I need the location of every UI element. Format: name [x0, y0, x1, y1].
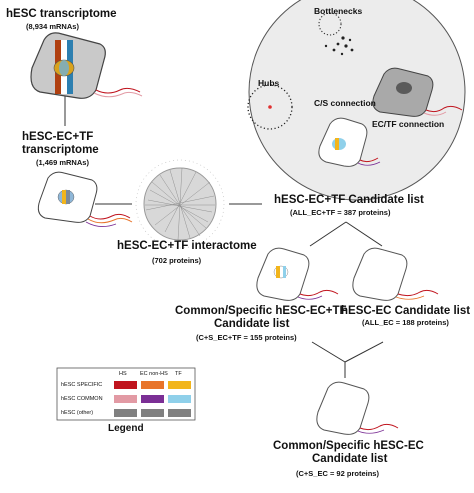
hesc-transcriptome-cell-icon — [30, 32, 143, 99]
hesc-ec-tf-transcriptome-title-2: transcriptome — [22, 144, 99, 156]
common-specific-ec-tf-subtitle: (C+S_EC+TF = 155 proteins) — [196, 333, 297, 342]
cs-connection-cell-icon — [318, 117, 381, 167]
hesc-ec-tf-transcriptome-cell-icon — [37, 171, 133, 227]
legend-swatches — [114, 381, 191, 417]
hesc-transcriptome-title: hESC transcriptome — [6, 8, 117, 20]
interactome-title: hESC-EC+TF interactome — [117, 240, 257, 252]
cs-connection-label: C/S connection — [314, 98, 376, 108]
hesc-ec-tf-transcriptome-subtitle: (1,469 mRNAs) — [36, 158, 89, 167]
bottlenecks-label: Bottlenecks — [314, 6, 363, 16]
hubs-network-icon — [247, 84, 293, 130]
common-specific-ec-subtitle: (C+S_EC = 92 proteins) — [296, 469, 379, 478]
common-specific-ec-tf-title-2: Candidate list — [214, 318, 290, 330]
hesc-ec-title: hESC-EC Candidate list — [341, 305, 471, 317]
common-specific-ec-title-2: Candidate list — [312, 453, 388, 465]
hesc-transcriptome-subtitle: (8,934 mRNAs) — [26, 22, 79, 31]
bottlenecks-network-icon — [318, 12, 354, 56]
connector-lines — [64, 88, 384, 378]
legend-title: Legend — [108, 423, 144, 434]
common-specific-ec-cell-icon — [316, 381, 399, 435]
hesc-ec-tf-transcriptome-title-1: hESC-EC+TF — [22, 131, 94, 143]
hubs-label: Hubs — [258, 78, 280, 88]
hesc-ec-cell-icon — [352, 247, 439, 301]
interactome-subtitle: (702 proteins) — [152, 256, 202, 265]
common-specific-ec-title-1: Common/Specific hESC-EC — [273, 440, 424, 452]
common-specific-ec-tf-cell-icon — [256, 247, 339, 301]
legend-col-ec-non-hs: EC non-HS — [140, 371, 168, 377]
legend-row-common: hESC COMMON — [61, 396, 103, 402]
network-analysis-circle — [248, 0, 466, 201]
legend-col-hs: HS — [119, 371, 127, 377]
hesc-ec-subtitle: (ALL_EC = 188 proteins) — [362, 318, 449, 327]
interactome-network-sphere — [135, 159, 225, 249]
candidate-list-title: hESC-EC+TF Candidate list — [274, 194, 424, 206]
candidate-list-subtitle: (ALL_EC+TF = 387 proteins) — [290, 208, 391, 217]
legend-row-other: hESC (other) — [61, 410, 94, 416]
ec-tf-connection-cell-icon — [372, 67, 463, 117]
common-specific-ec-tf-title-1: Common/Specific hESC-EC+TF — [175, 305, 347, 317]
legend-col-tf: TF — [175, 371, 182, 377]
legend-row-specific: hESC SPECIFIC — [61, 382, 103, 388]
ec-tf-connection-label: EC/TF connection — [372, 119, 445, 129]
